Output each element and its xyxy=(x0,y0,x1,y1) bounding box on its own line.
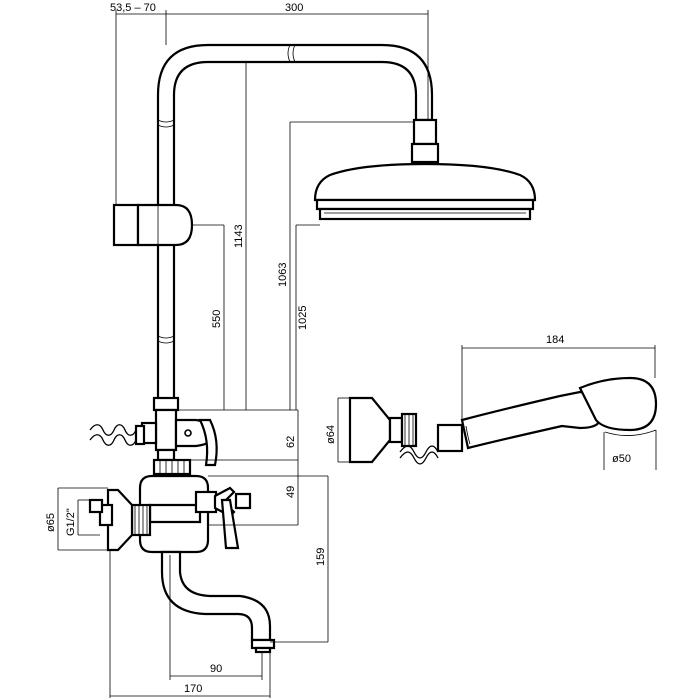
dim-holder-height: 550 xyxy=(211,310,223,328)
dim-hand-head: ø50 xyxy=(612,453,631,465)
hand-shower xyxy=(348,376,658,465)
dim-spout-height: 159 xyxy=(315,548,327,566)
dim-total-depth: 170 xyxy=(184,683,202,695)
dim-spout-reach: 90 xyxy=(210,663,222,675)
dim-rail-height: 1143 xyxy=(233,224,245,248)
mixer-body xyxy=(130,474,252,554)
shower-head xyxy=(313,118,537,221)
dim-top-span: 53,5 – 70 xyxy=(110,2,156,14)
dim-thread: G1/2" xyxy=(65,508,77,536)
dim-diverter-offset: 62 xyxy=(285,436,297,448)
shower-rail xyxy=(156,43,434,402)
diverter-tee xyxy=(140,396,218,476)
dim-head-lower: 1025 xyxy=(297,306,309,330)
sliding-holder xyxy=(112,203,194,247)
dim-top-width: 300 xyxy=(285,2,303,14)
wall-flange xyxy=(88,488,134,552)
dim-mixer-offset: 49 xyxy=(285,486,297,498)
bath-spout xyxy=(160,550,276,654)
hose-left xyxy=(89,424,146,446)
dimension-lines xyxy=(57,10,657,698)
dim-head-height: 1063 xyxy=(277,263,289,287)
dim-hand-flange: ø64 xyxy=(325,425,337,444)
dim-wall-flange: ø65 xyxy=(45,513,57,532)
dim-hand-length: 184 xyxy=(546,334,564,346)
